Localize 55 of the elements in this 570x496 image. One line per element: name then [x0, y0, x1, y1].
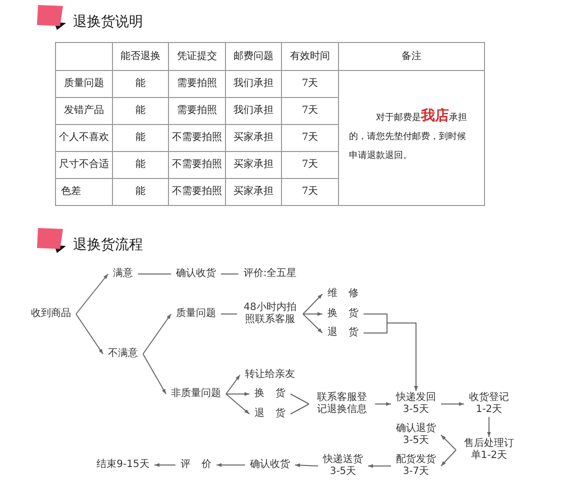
step-label: 退 货 [249, 407, 291, 421]
arrow [226, 392, 250, 396]
arrow [226, 374, 240, 394]
connector-line [290, 404, 310, 414]
step-label: 不满意 [103, 347, 143, 361]
section-heading: 退换货流程 [73, 236, 143, 254]
step-label: 快递发回 [396, 392, 436, 404]
arrow [440, 450, 456, 466]
step-label: 换 货 [322, 307, 364, 321]
arrow [76, 274, 108, 314]
step-label: 结束9-15天 [92, 458, 154, 472]
arrow [76, 314, 104, 354]
step-label: 确认收货 [245, 458, 295, 472]
arrow [368, 464, 392, 468]
arrow [216, 463, 246, 467]
duration-label: 3-7天 [402, 466, 430, 478]
arrow [374, 402, 392, 406]
step-label: 配货发货 [396, 454, 436, 466]
table-cell: 色差 [55, 178, 113, 206]
connector-line [290, 394, 310, 404]
step-label: 快递送货 [323, 454, 363, 466]
section-heading: 退换货说明 [73, 13, 143, 31]
step-label: 满意 [108, 267, 138, 281]
step-label: 换 货 [249, 387, 291, 401]
step-label: 售后处理订单1-2天 [456, 437, 522, 463]
arrow [440, 402, 464, 406]
arrow [302, 312, 323, 316]
arrow [142, 314, 172, 354]
duration-label: 1-2天 [474, 404, 504, 416]
step-label: 确认退货 [396, 423, 436, 435]
duration-label: 3-5天 [328, 466, 358, 478]
step-label: 确认收货 [171, 267, 221, 281]
arrow [440, 434, 456, 450]
arrow [487, 416, 491, 438]
step-label: 48小时内拍照联系客服 [237, 301, 303, 327]
step-label: 评价:全五星 [238, 267, 302, 281]
arrow [294, 463, 318, 468]
arrow [226, 394, 250, 414]
step-label: 维 修 [322, 287, 364, 301]
duration-label: 3-5天 [402, 404, 430, 416]
step-label: 退 货 [322, 326, 364, 340]
arrow [302, 294, 323, 314]
table-cell: 备注 [338, 42, 485, 71]
step-label: 评 价 [175, 458, 217, 472]
step-label: 联系客服登记退换信息 [309, 391, 375, 417]
step-label: 质量问题 [171, 307, 221, 321]
duration-label: 3-5天 [402, 435, 430, 447]
step-label: 非质量问题 [166, 387, 226, 401]
step-label: 转让给亲友 [240, 368, 300, 382]
arrow [302, 314, 323, 334]
arrow [154, 463, 176, 467]
step-label: 收到商品 [26, 307, 76, 321]
step-label: 收货登记 [469, 392, 509, 404]
table-cell: 对于邮费是我店承担的，请您先垫付邮费，到时候申请退款退回。 [338, 70, 485, 206]
arrow [142, 354, 166, 394]
